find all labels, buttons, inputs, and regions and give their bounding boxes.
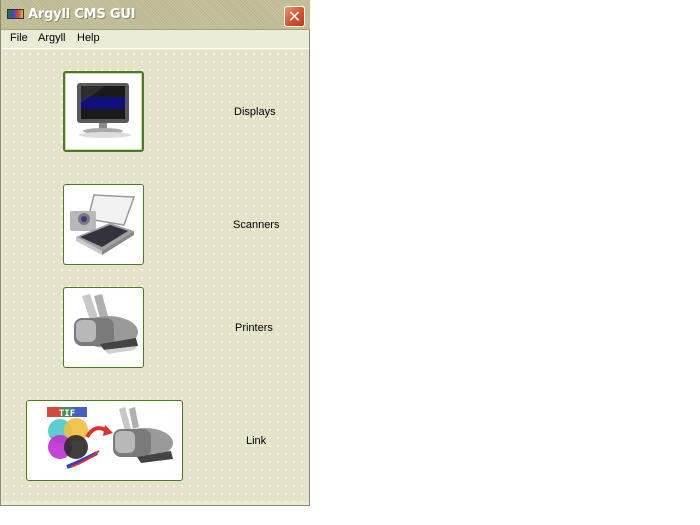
main-window: Argyll CMS GUI ✕ File Argyll Help Displa… [0,0,310,506]
close-button[interactable]: ✕ [284,6,305,27]
printers-label: Printers [235,322,273,334]
tif-text: TIF [59,409,75,419]
title-bar[interactable]: Argyll CMS GUI ✕ [1,0,310,30]
menu-file[interactable]: File [10,32,28,44]
scanners-button[interactable] [63,184,144,265]
displays-button[interactable] [63,71,144,152]
menu-argyll[interactable]: Argyll [38,32,66,44]
menu-bar: File Argyll Help [2,30,309,49]
argyll-app-icon [7,9,24,19]
monitor-icon [77,83,131,138]
tools-panel: Displays Scanners [2,50,309,502]
window-title: Argyll CMS GUI [28,7,136,22]
tif-to-printer-link-icon: TIF [47,407,173,469]
link-button[interactable]: TIF [26,400,183,481]
scanner-icon [70,194,136,255]
link-label: Link [246,435,267,447]
printer-icon [74,294,138,354]
close-icon: ✕ [287,7,302,26]
scanners-label: Scanners [233,219,280,231]
printers-button[interactable] [63,287,144,368]
menu-help[interactable]: Help [77,32,100,44]
displays-label: Displays [234,106,276,118]
